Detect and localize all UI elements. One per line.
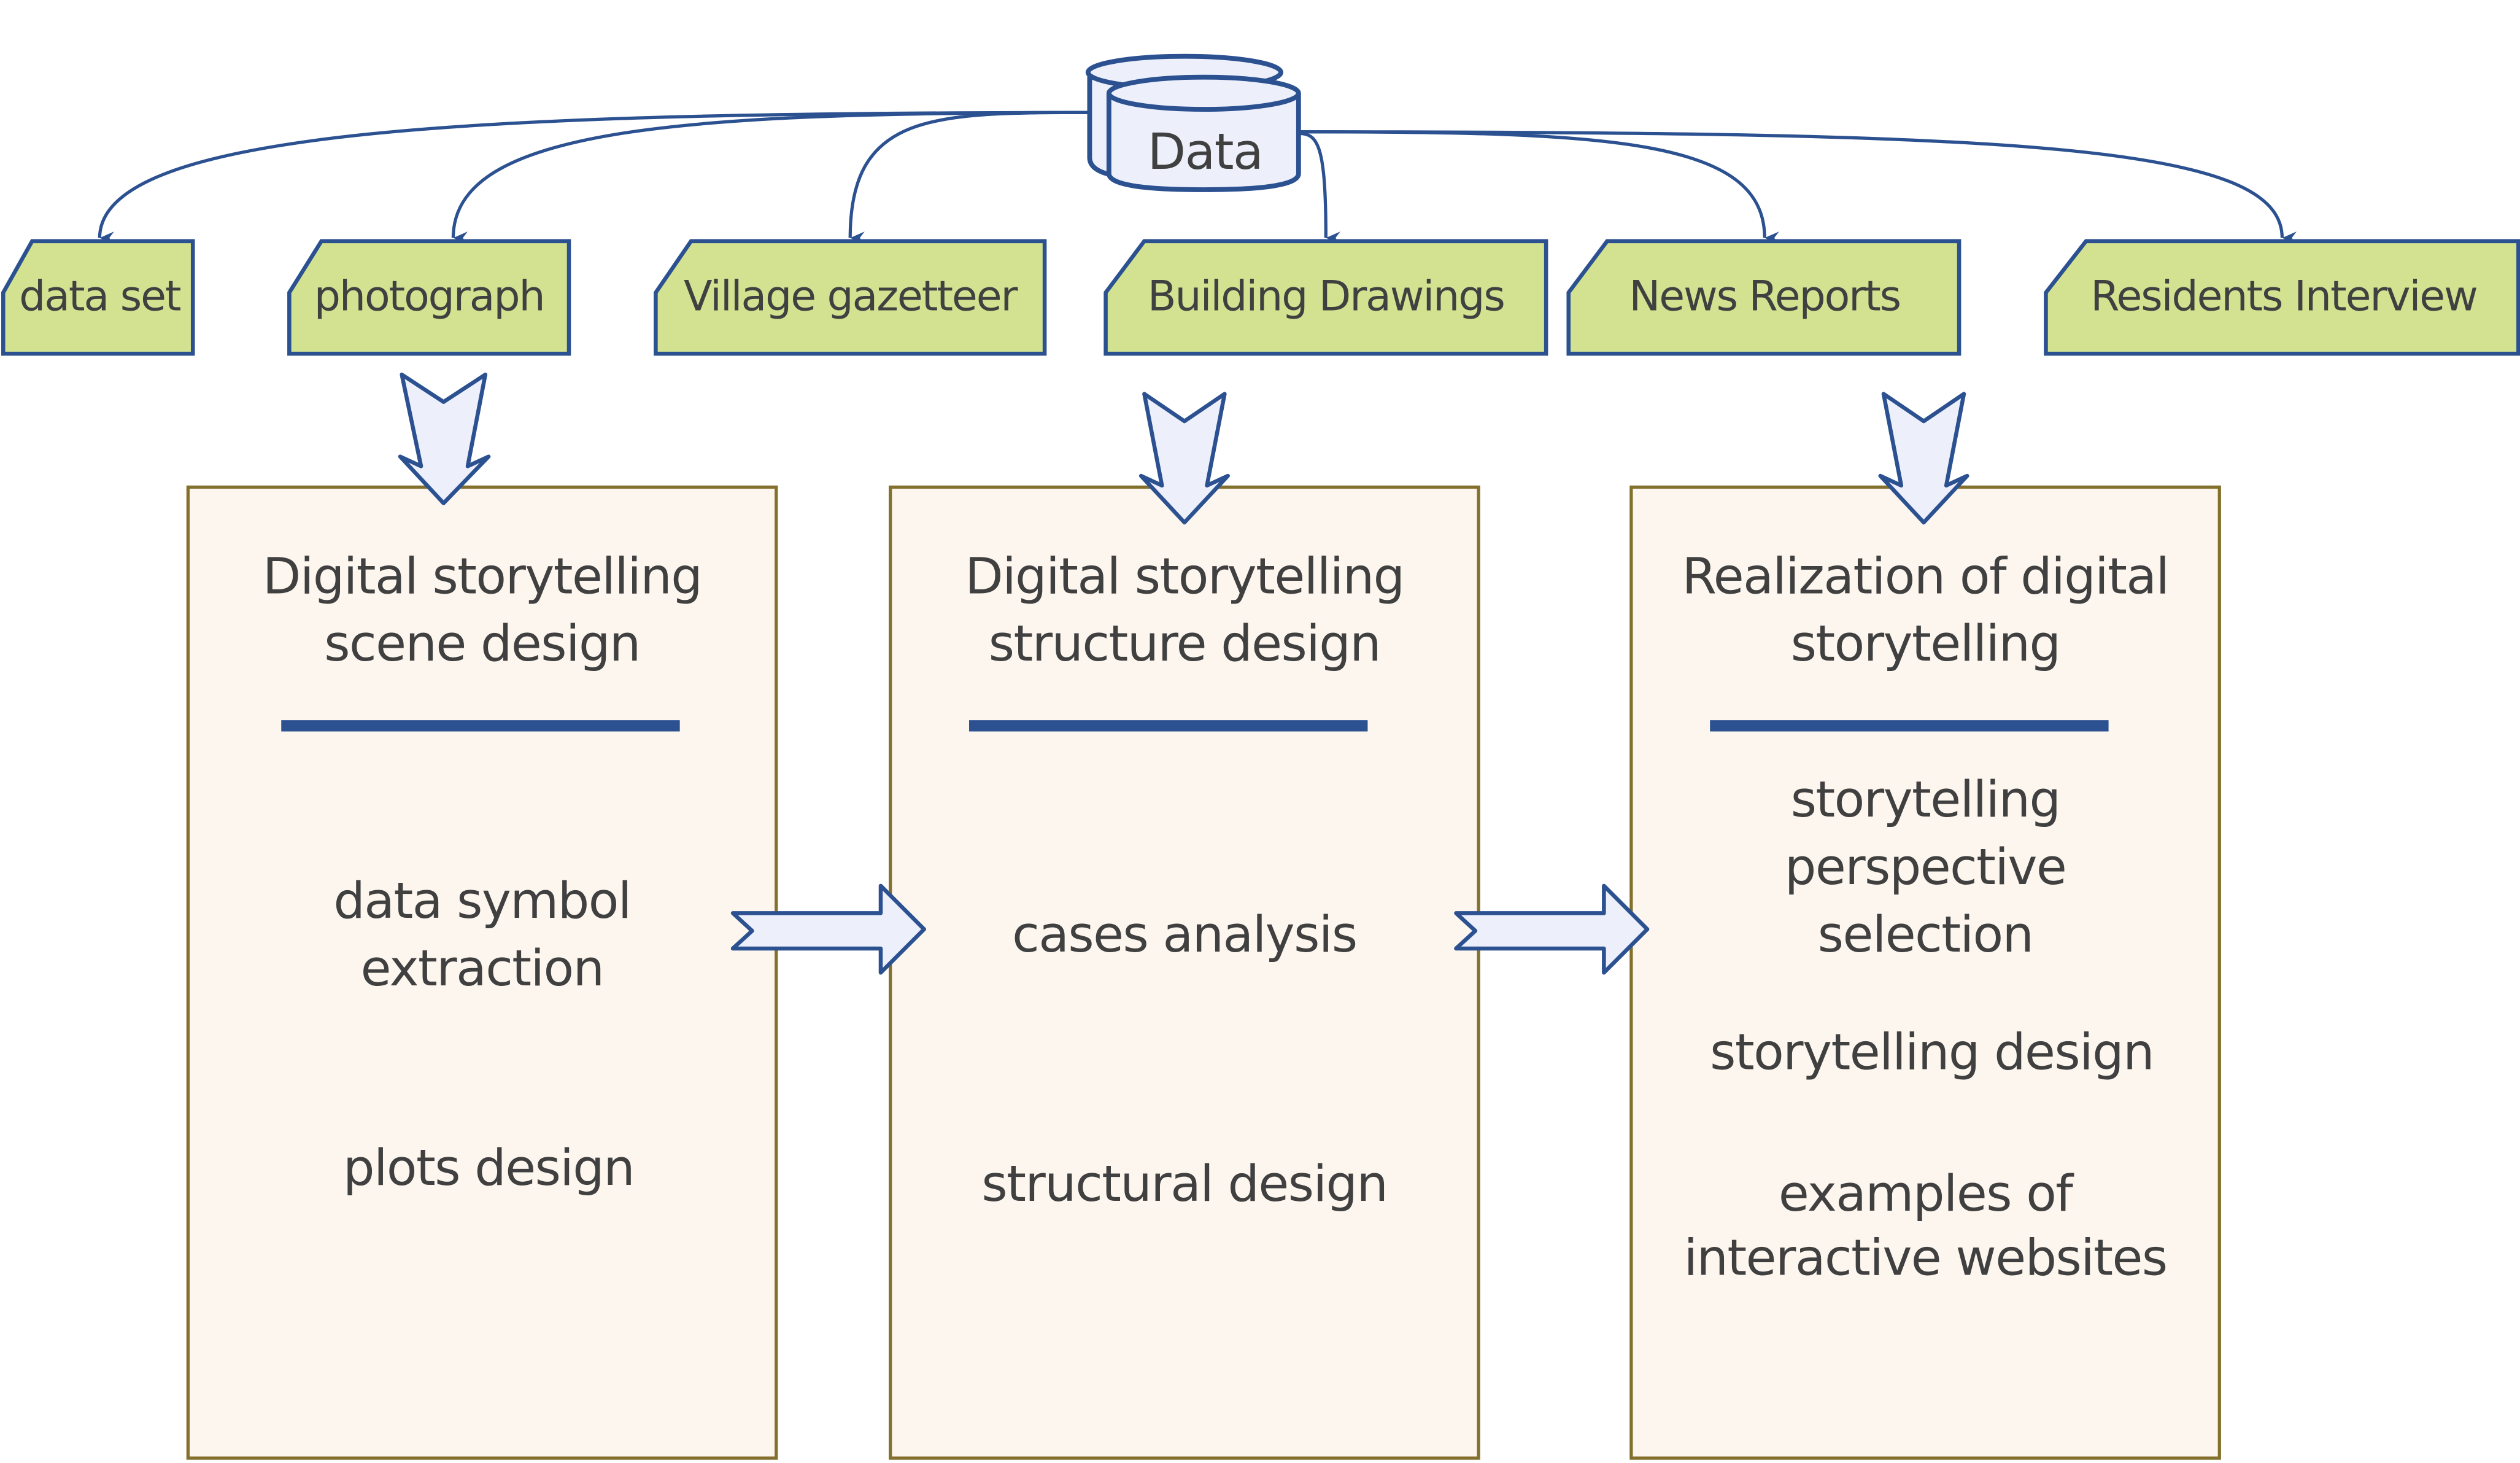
panel-realization: Realization of digital storytelling stor… [1629, 485, 2221, 1460]
panel-item-line: selection [1817, 906, 2034, 965]
connector-residents-interview [1298, 130, 2297, 244]
source-box-data-set[interactable] [1, 239, 195, 356]
panel-item-line: perspective [1784, 839, 2067, 898]
panel-title-line: structure design [988, 615, 1382, 674]
down-arrow-icon [398, 372, 491, 505]
panel-item-line: extraction [360, 940, 605, 999]
source-label-data-set: data set [19, 273, 181, 322]
source-box-building-drawings[interactable] [1103, 239, 1548, 356]
panel-item-line: storytelling design [1710, 1024, 2154, 1082]
panel-item-line: plots design [342, 1139, 635, 1198]
panel-title-line: Digital storytelling [965, 548, 1405, 607]
database-icon [1085, 53, 1301, 192]
panel-item-line: interactive websites [1683, 1230, 2168, 1288]
panel-item-line: data symbol [333, 872, 632, 931]
source-label-news-reports: News Reports [1629, 273, 1901, 322]
right-arrow-icon [1454, 883, 1650, 975]
panel-divider [1710, 720, 2109, 732]
panel-title-line: scene design [324, 615, 641, 674]
panel-divider [281, 720, 680, 732]
connector-building-drawings [1298, 131, 1340, 245]
source-label-building-drawings: Building Drawings [1147, 273, 1505, 322]
connector-data-set [98, 111, 1093, 245]
source-label-village-gazetteer: Village gazetteer [684, 273, 1018, 322]
panel-item-line: cases analysis [1012, 906, 1358, 965]
source-box-photograph[interactable] [287, 239, 571, 356]
panel-item-line: storytelling [1790, 771, 2061, 830]
panel-title-line: Realization of digital [1682, 548, 2170, 607]
panel-item-line: examples of [1778, 1165, 2073, 1224]
panel-divider [969, 720, 1368, 732]
connector-photograph [451, 111, 1093, 245]
connector-village-gazetteer [848, 111, 1093, 245]
source-box-village-gazetteer[interactable] [654, 239, 1047, 356]
down-arrow-icon [1878, 392, 1969, 525]
down-arrow-icon [1138, 392, 1230, 525]
panel-item-line: structural design [981, 1155, 1388, 1214]
data-label: Data [1147, 123, 1264, 182]
panel-structure-design: Digital storytelling structure design ca… [889, 485, 1480, 1460]
panel-title-line: Digital storytelling [262, 548, 703, 607]
source-box-residents-interview[interactable] [2044, 239, 2520, 356]
panel-title-line: storytelling [1790, 615, 2061, 674]
source-label-residents-interview: Residents Interview [2090, 273, 2478, 322]
source-box-news-reports[interactable] [1566, 239, 1962, 356]
source-label-photograph: photograph [314, 273, 546, 322]
panel-scene-design: Digital storytelling scene design data s… [186, 485, 778, 1460]
right-arrow-icon [730, 883, 926, 975]
